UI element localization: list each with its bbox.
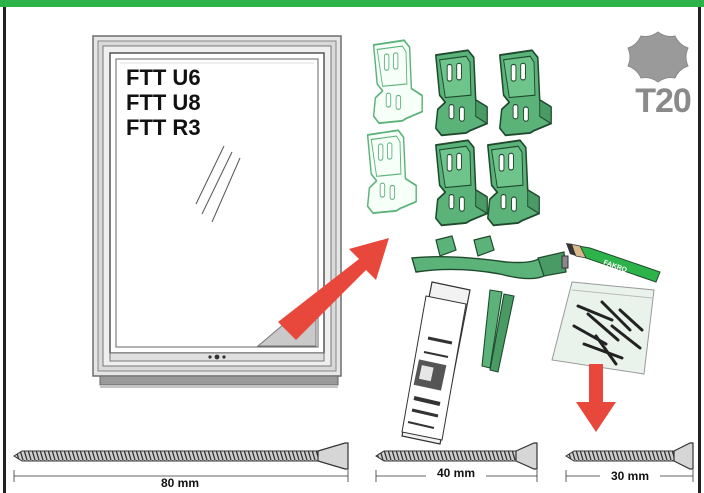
torx-size-label: T20 xyxy=(635,82,692,120)
model-label-2: FTT U8 xyxy=(126,90,201,115)
torx-bit-icon xyxy=(627,31,689,83)
bracket-top-right xyxy=(498,49,553,137)
bracket-outline-top xyxy=(372,39,424,125)
instruction-booklets xyxy=(401,281,471,445)
model-label-1: FTT U6 xyxy=(126,65,201,90)
shim-wedges xyxy=(481,289,515,373)
diagram-border xyxy=(3,7,701,493)
screw-bag xyxy=(551,281,655,375)
model-label-3: FTT R3 xyxy=(126,115,201,140)
header-bar xyxy=(0,0,704,7)
bracket-outline-bottom xyxy=(366,129,418,215)
screw-80mm xyxy=(13,442,349,482)
screw-40mm-length: 40 mm xyxy=(426,466,486,480)
screw-80mm-length: 80 mm xyxy=(160,476,200,490)
handle-end-caps xyxy=(435,235,495,257)
screw-40mm xyxy=(375,442,538,482)
screw-30mm xyxy=(565,442,694,482)
arrow-to-screw-icon xyxy=(576,364,616,432)
arrow-to-kit-icon xyxy=(278,238,389,340)
window-handle xyxy=(411,251,569,280)
fakro-pencil: FAKRO xyxy=(566,243,661,283)
screw-30mm-length: 30 mm xyxy=(600,469,660,483)
bracket-top-center xyxy=(434,49,489,137)
bracket-bottom-right xyxy=(486,139,541,227)
bracket-bottom-center xyxy=(434,139,489,227)
